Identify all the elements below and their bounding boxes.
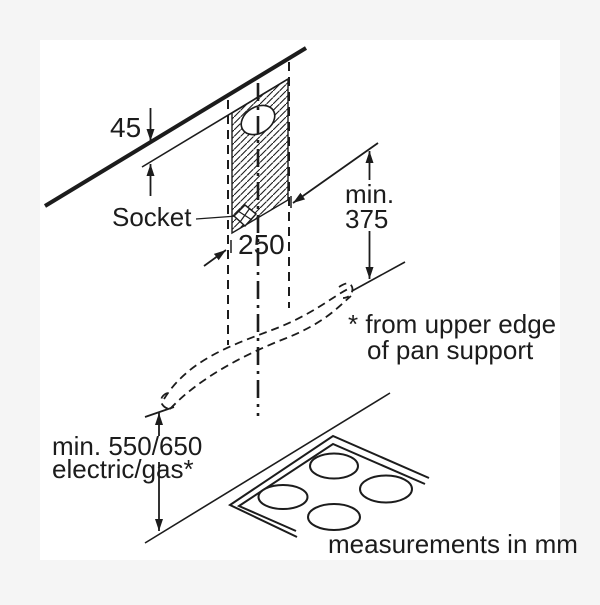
dimension-min-550-650: min. 550/650 electric/gas* — [52, 406, 202, 531]
footnote-line2: of pan support — [367, 335, 534, 365]
dimension-45: 45 — [110, 108, 155, 196]
dim-550-upper-ref-tick — [144, 406, 175, 418]
worktop-edge-line — [144, 392, 391, 544]
hood-left-end-curl — [160, 392, 172, 410]
socket-label: Socket — [112, 202, 192, 232]
dim-250-arrow-right — [292, 142, 379, 204]
burner-bottom — [307, 503, 361, 531]
socket — [195, 203, 258, 228]
dim-250-arrow-left — [203, 249, 227, 267]
dim-250-label: 250 — [238, 229, 285, 260]
dim-550-label-line1: min. 550/650 — [52, 431, 202, 461]
dim-45-label: 45 — [110, 112, 141, 143]
burner-top — [309, 452, 359, 480]
socket-leader-line — [195, 215, 238, 220]
dim-375-lower-ref-line — [351, 261, 406, 292]
chimney-projection-lines — [227, 62, 290, 345]
footnote-line1: * from upper edge — [348, 309, 556, 339]
ceiling-outer-line — [43, 46, 308, 208]
hood-right-end-curl — [338, 282, 354, 299]
dim-550-label-line2: electric/gas* — [52, 454, 194, 484]
cooktop — [227, 434, 430, 538]
hood-upper-edge-dashed — [163, 288, 349, 400]
drawing-area — [40, 40, 560, 560]
socket-symbol-cross — [237, 207, 253, 223]
dimension-min-375: min. 375 — [345, 151, 406, 292]
hob-inner-border — [236, 442, 426, 532]
hob-outer-border — [227, 434, 430, 538]
unit-note: measurements in mm — [328, 529, 578, 559]
dimension-250: 250 — [203, 142, 379, 267]
hood-lower-edge-dashed — [169, 295, 352, 410]
burner-right — [359, 474, 413, 504]
burner-left — [257, 484, 309, 510]
hood-outline — [160, 282, 354, 410]
dim-375-label-line1: min. — [345, 179, 394, 209]
dim-375-label-line2: 375 — [345, 204, 388, 234]
